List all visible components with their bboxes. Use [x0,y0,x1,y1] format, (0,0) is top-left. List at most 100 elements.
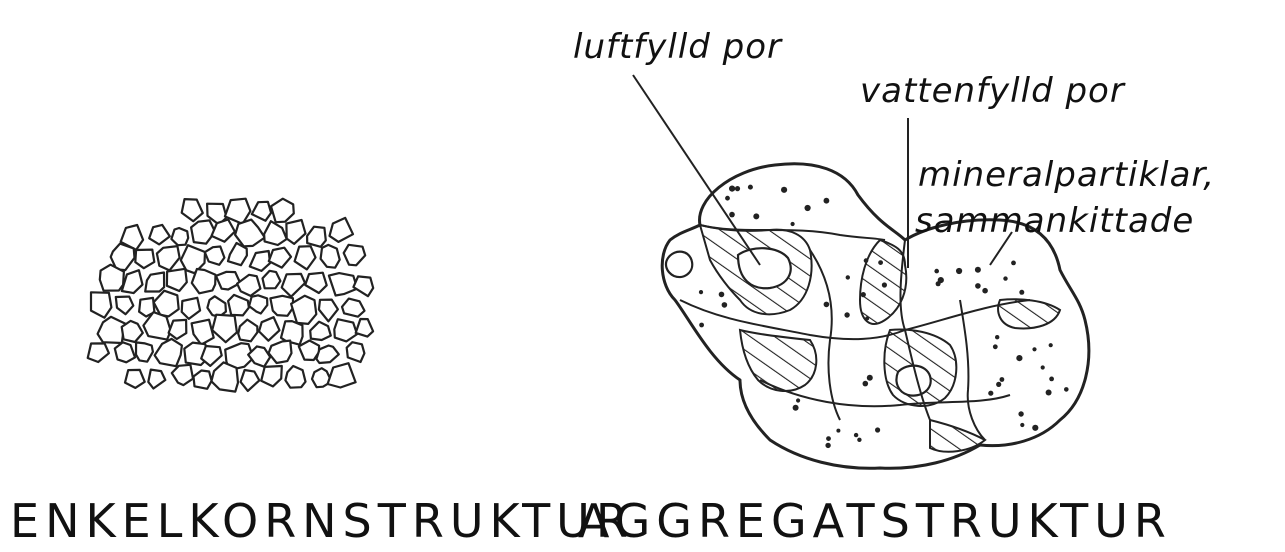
air-pore-label: luftfylld por [573,27,783,67]
sand-grain [211,362,238,391]
mineral-dot [1041,365,1045,369]
mineral-dot [729,212,735,218]
mineral-label-line1: mineralpartiklar, [918,155,1215,195]
sand-grain [145,273,164,292]
mineral-dot [1003,276,1007,280]
mineral-dot [826,436,831,441]
sand-grain [316,346,338,364]
sand-grain [285,366,305,388]
sand-grain [216,272,240,290]
mineral-dot [753,213,759,219]
sand-grain [238,320,257,342]
sand-grain [347,342,365,362]
mineral-dot [1020,423,1024,427]
sand-grain [344,245,366,265]
mineral-dot [1064,387,1069,392]
sand-grain [328,363,356,387]
mineral-dot [725,196,730,201]
sand-grain [271,199,294,223]
sand-grain [334,319,357,341]
sand-grain [310,322,331,340]
single-grain-caption: ENKELKORNSTRUKTUR [10,494,634,548]
mineral-dot [861,292,866,297]
sand-grain [282,274,305,297]
mineral-dot [938,279,942,283]
sand-grain [295,246,316,269]
sand-grain [263,271,281,289]
sand-grain [172,365,193,385]
mineral-dot [956,268,962,274]
mineral-dot [864,258,869,263]
sand-grain [192,269,216,293]
sand-grain [330,218,354,242]
sand-grain [249,295,267,313]
mineral-dot [824,198,830,204]
sand-grain [205,247,225,265]
sand-grain [115,342,135,362]
sand-grain [149,225,170,245]
sand-grain [125,370,145,388]
sand-grain [321,245,340,268]
mineral-dot [748,185,753,190]
mineral-dot [995,335,999,339]
sand-grain [171,228,188,245]
sand-grain [155,339,182,366]
mineral-label-line2: sammankittade [915,201,1194,241]
air-filled-pore-2 [896,366,930,396]
sand-grain [291,296,316,324]
sand-grain [122,321,143,342]
mineral-dot [719,292,725,298]
sand-grain [167,269,187,291]
mineral-dot [699,290,703,294]
sand-grain [269,341,292,363]
mineral-dot [867,375,873,381]
mineral-dot [857,438,861,442]
sand-grain [169,320,187,339]
mineral-dot [975,283,981,289]
aggregate-structure-drawing [633,75,1089,468]
sand-grain [91,292,111,317]
sand-grain [252,202,271,221]
mineral-dot [988,391,993,396]
sand-grain [182,199,203,221]
sand-grain [88,343,109,362]
mineral-dot [699,323,704,328]
mineral-dot [793,405,799,411]
mineral-dot [735,186,740,191]
sand-grain [191,220,215,243]
mineral-dot [781,187,787,193]
mineral-dot [875,427,880,432]
mineral-dot [996,382,1001,387]
sand-grain [235,220,265,247]
mineral-dot [1018,411,1023,416]
sand-grain [228,295,249,316]
sand-grain [261,366,282,386]
mineral-dot [1032,347,1036,351]
mineral-dot [854,433,858,437]
mineral-dot [1000,377,1005,382]
mineral-dot [791,222,795,226]
mineral-dot [993,344,998,349]
mineral-dot [1019,290,1024,295]
sand-grain [192,320,214,345]
sand-grain [259,317,280,341]
mineral-dot [1016,355,1022,361]
mineral-dot [729,186,735,192]
mineral-dot [1046,390,1052,396]
sand-grain [286,220,305,244]
mineral-dot [882,282,887,287]
mineral-dot [1049,343,1053,347]
sand-grain [136,342,153,361]
mineral-dot [865,316,869,320]
mineral-dot [863,381,869,387]
sand-grain [264,221,287,245]
sand-grain [356,319,373,337]
aggregate-caption: AGGREGATSTRUKTUR [578,494,1172,548]
sand-grain [100,265,124,291]
sand-grain [329,273,357,295]
mineral-dot [1049,377,1054,382]
mineral-dot [934,269,939,274]
mineral-dot [844,312,849,317]
sand-grain [148,370,165,389]
